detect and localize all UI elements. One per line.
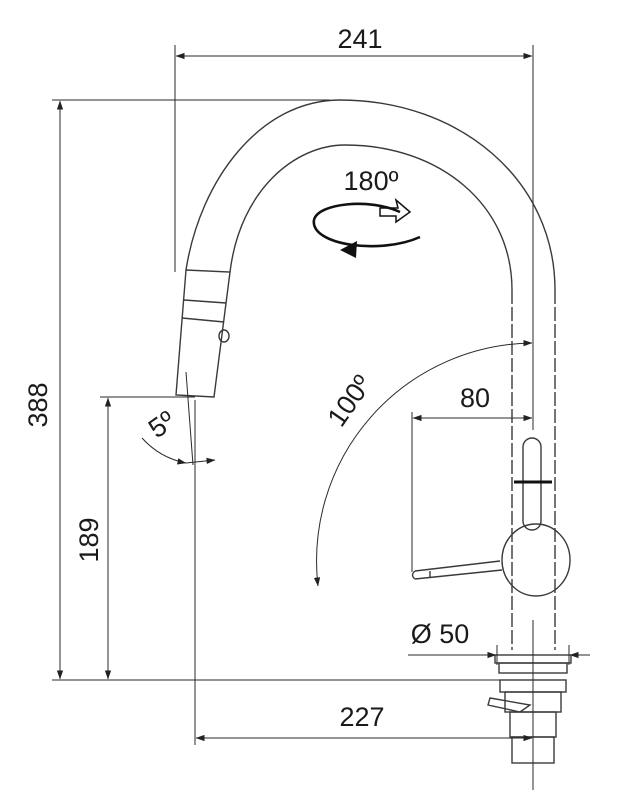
rotation-arrow-head <box>379 197 412 224</box>
spray-head-band <box>181 317 225 323</box>
lever-reach-label: 80 <box>460 383 490 413</box>
spray-head <box>175 269 231 398</box>
spray-tilt-guide <box>185 371 194 466</box>
spray-head-band <box>183 299 227 304</box>
lever-swing-arc <box>313 339 533 587</box>
mount-bracket <box>487 697 532 713</box>
lever-swing-label: 100º <box>322 370 378 432</box>
dimension-labels: 241 388 189 227 80 Ø 50 180º 100º 5º <box>23 24 490 732</box>
spout-height-label: 189 <box>74 517 104 562</box>
base-diameter-label: Ø 50 <box>411 619 470 649</box>
dimension-lines <box>52 45 590 745</box>
total-height-label: 388 <box>23 382 53 427</box>
base-spout-width-label: 227 <box>339 702 384 732</box>
spout-inner-curve <box>229 144 513 291</box>
total-width-label: 241 <box>337 24 382 54</box>
swivel-angle-label: 180º <box>344 166 399 196</box>
spout-outer-curve <box>185 99 556 291</box>
rotation-arrow-head <box>340 241 357 258</box>
swivel-rotation-icon <box>312 197 421 258</box>
spray-tilt-arc <box>141 437 187 465</box>
spray-button <box>218 329 230 343</box>
lever-handle <box>411 560 503 580</box>
mixer-body <box>501 523 571 597</box>
spray-tilt-label: 5º <box>143 405 181 444</box>
lever-knob <box>522 437 542 531</box>
